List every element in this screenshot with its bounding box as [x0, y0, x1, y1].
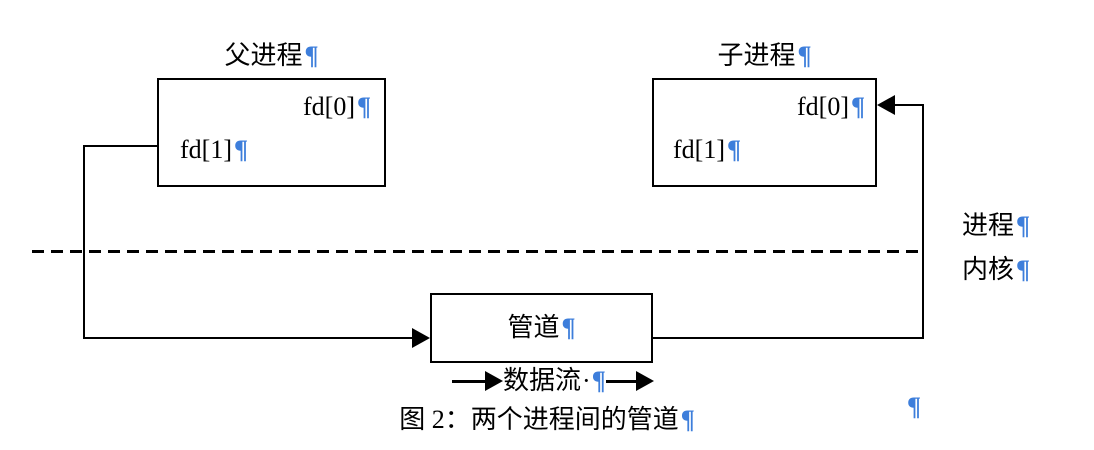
figure-caption-text: 图 2：两个进程间的管道: [399, 405, 679, 434]
child-process-box: [652, 78, 877, 187]
pilcrow-mark: ¶: [1016, 211, 1031, 240]
child-fd0-label: fd[0]¶: [797, 93, 865, 121]
dataflow-arrowhead-icon: [635, 371, 654, 391]
child-fd1-text: fd[1]: [673, 135, 725, 164]
pipe-out-line: [651, 337, 924, 339]
pilcrow-mark: ¶: [850, 92, 866, 121]
pilcrow-mark: ¶: [797, 41, 812, 70]
pilcrow-mark: ¶: [356, 92, 372, 121]
pilcrow-mark: ¶: [233, 135, 249, 164]
child-process-title-text: 子进程: [717, 41, 796, 70]
figure-caption: 图 2：两个进程间的管道¶: [0, 406, 1094, 434]
parent-process-box: [157, 78, 386, 187]
pilcrow-mark: ¶: [304, 41, 319, 70]
dataflow-line: [452, 379, 485, 383]
parent-fd0-text: fd[0]: [303, 92, 355, 121]
pipe-in-arrowhead-icon: [412, 328, 430, 348]
child-in-line: [895, 104, 924, 106]
pipe-box: 管道¶: [430, 293, 653, 363]
parent-process-title-text: 父进程: [224, 41, 303, 70]
kernel-layer-text: 内核: [962, 255, 1015, 284]
parent-out-line: [83, 145, 157, 147]
dataflow-line: [605, 379, 636, 383]
dataflow-label: 数据流·¶: [503, 367, 606, 395]
child-in-arrowhead-icon: [877, 95, 895, 115]
process-kernel-divider: [32, 250, 924, 253]
space-mark: ·: [582, 366, 591, 395]
dataflow-row: 数据流·¶: [452, 366, 654, 396]
pilcrow-mark: ¶: [680, 405, 695, 434]
process-layer-text: 进程: [962, 211, 1015, 240]
parent-process-title: 父进程¶: [157, 42, 386, 70]
parent-fd1-label: fd[1]¶: [180, 136, 248, 164]
left-vertical-line: [83, 145, 85, 338]
child-fd1-label: fd[1]¶: [673, 136, 741, 164]
dataflow-arrowhead-icon: [485, 371, 503, 391]
child-process-title: 子进程¶: [652, 42, 877, 70]
pilcrow-mark: ¶: [726, 135, 742, 164]
parent-fd0-label: fd[0]¶: [303, 93, 371, 121]
pilcrow-mark: ¶: [1016, 255, 1031, 284]
pilcrow-mark: ¶: [907, 392, 922, 421]
parent-fd1-text: fd[1]: [180, 135, 232, 164]
pilcrow-mark: ¶: [591, 366, 606, 395]
kernel-layer-label: 内核¶: [962, 256, 1030, 284]
child-fd0-text: fd[0]: [797, 92, 849, 121]
process-layer-label: 进程¶: [962, 212, 1030, 240]
dataflow-label-text: 数据流: [503, 366, 582, 395]
pipe-in-line: [83, 337, 413, 339]
pipe-label-text: 管道: [507, 313, 560, 342]
pilcrow-mark: ¶: [561, 313, 576, 342]
right-vertical-line: [922, 104, 924, 339]
